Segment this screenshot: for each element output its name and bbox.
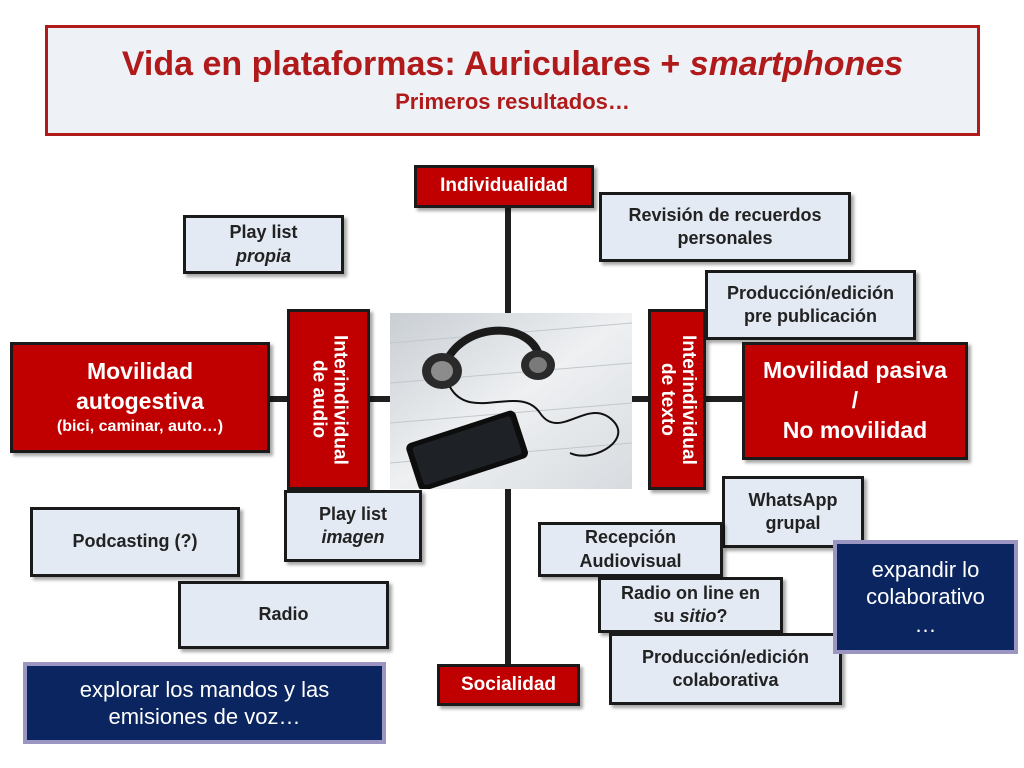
playlist-propia-box: Play list propia [183,215,344,274]
whatsapp-grupal-box: WhatsApp grupal [722,476,864,548]
page-title: Vida en plataformas: Auriculares + smart… [121,45,904,83]
explorar-box: explorar los mandos y las emisiones de v… [23,662,386,744]
podcasting-box: Podcasting (?) [30,507,240,577]
headphones-phone-image [390,313,632,489]
movilidad-autogestiva-box: Movilidad autogestiva (bici, caminar, au… [10,342,270,453]
radio-online-box: Radio on line en su sitio? [598,577,783,633]
produccion-pre-publicacion-box: Producción/edición pre publicación [705,270,916,340]
axis-label-interindividual-texto: Interindividual de texto [648,309,706,490]
expandir-colaborativo-box: expandir lo colaborativo … [833,540,1018,654]
produccion-colaborativa-box: Producción/edición colaborativa [609,633,842,705]
revision-recuerdos-box: Revisión de recuerdos personales [599,192,851,262]
movilidad-pasiva-box: Movilidad pasiva / No movilidad [742,342,968,460]
axis-label-individualidad: Individualidad [414,165,594,208]
axis-label-socialidad: Socialidad [437,664,580,706]
page-subtitle: Primeros resultados… [395,89,630,114]
radio-box: Radio [178,581,389,649]
title-box: Vida en plataformas: Auriculares + smart… [45,25,980,136]
axis-label-interindividual-audio: Interindividual de audio [287,309,370,490]
playlist-imagen-box: Play list imagen [284,490,422,562]
recepcion-audiovisual-box: Recepción Audiovisual [538,522,723,577]
